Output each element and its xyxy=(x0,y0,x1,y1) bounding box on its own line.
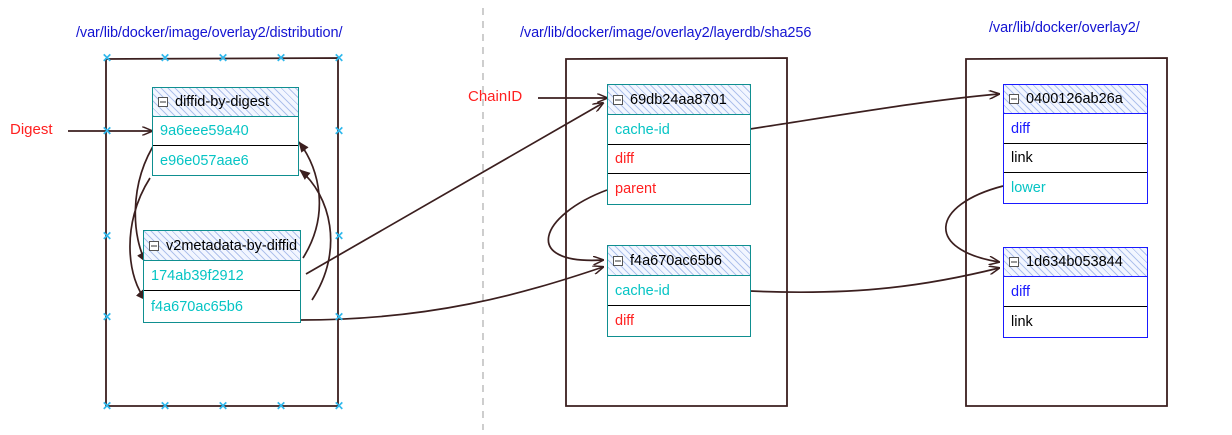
table-row[interactable]: parent xyxy=(608,174,750,204)
row-label: f4a670ac65b6 xyxy=(151,298,243,315)
table-row[interactable]: diff xyxy=(608,306,750,336)
table-v2metadata-by-diffid[interactable]: v2metadata-by-diffid 174ab39f2912 f4a670… xyxy=(143,230,301,323)
table-69db24aa8701[interactable]: 69db24aa8701 cache-id diff parent xyxy=(607,84,751,205)
resize-handle-s1[interactable]: ✕ xyxy=(160,399,171,413)
annotation-digest: Digest xyxy=(10,121,53,138)
table-header-v2metadata-by-diffid[interactable]: v2metadata-by-diffid xyxy=(144,231,300,261)
group-title-layerdb: /var/lib/docker/image/overlay2/layerdb/s… xyxy=(520,25,812,41)
wire-parent-to-f4a670layer xyxy=(547,189,608,260)
resize-handle-e3[interactable]: ✕ xyxy=(334,310,345,324)
table-title: f4a670ac65b6 xyxy=(630,252,722,269)
collapse-minus-icon[interactable] xyxy=(149,240,159,251)
wire-cacheid-69db-to-0400126ab26a xyxy=(749,94,999,130)
table-header-1d634b053844[interactable]: 1d634b053844 xyxy=(1004,248,1147,277)
annotation-chainid: ChainID xyxy=(468,88,523,105)
table-row[interactable]: cache-id xyxy=(608,115,750,145)
collapse-minus-icon[interactable] xyxy=(613,94,623,105)
group-title-distribution: /var/lib/docker/image/overlay2/distribut… xyxy=(76,25,343,41)
resize-handle-w3[interactable]: ✕ xyxy=(102,310,113,324)
row-label: parent xyxy=(615,181,657,197)
row-label: diff xyxy=(1011,120,1031,137)
resize-handle-e2[interactable]: ✕ xyxy=(334,229,345,243)
wire-cacheid-f4a670-to-1d634b053844 xyxy=(749,268,999,294)
resize-handle-se[interactable]: ✕ xyxy=(334,399,345,413)
table-title: 1d634b053844 xyxy=(1026,254,1123,270)
table-row[interactable]: cache-id xyxy=(608,276,750,306)
table-header-69db24aa8701[interactable]: 69db24aa8701 xyxy=(608,85,750,115)
table-title: 69db24aa8701 xyxy=(630,91,727,108)
resize-handle-s2[interactable]: ✕ xyxy=(218,399,229,413)
collapse-minus-icon[interactable] xyxy=(1009,257,1019,267)
table-row[interactable]: e96e057aae6 xyxy=(153,146,298,175)
row-label: 174ab39f2912 xyxy=(151,267,244,284)
table-diffid-by-digest[interactable]: diffid-by-digest 9a6eee59a40 e96e057aae6 xyxy=(152,87,299,176)
group-title-overlay2: /var/lib/docker/overlay2/ xyxy=(989,20,1140,36)
table-row[interactable]: diff xyxy=(1004,114,1147,144)
table-0400126ab26a[interactable]: 0400126ab26a diff link lower xyxy=(1003,84,1148,204)
wire-174ab-to-9a6eee xyxy=(298,141,321,259)
table-f4a670ac65b6[interactable]: f4a670ac65b6 cache-id diff xyxy=(607,245,751,337)
table-header-diffid-by-digest[interactable]: diffid-by-digest xyxy=(153,88,298,117)
table-row[interactable]: 174ab39f2912 xyxy=(144,261,300,291)
table-header-0400126ab26a[interactable]: 0400126ab26a xyxy=(1004,85,1147,114)
wire-v2metadata-to-69db24aa8701 xyxy=(305,103,603,275)
resize-handle-n2[interactable]: ✕ xyxy=(218,51,229,65)
resize-handle-ne[interactable]: ✕ xyxy=(334,51,345,65)
resize-handle-nw[interactable]: ✕ xyxy=(102,51,113,65)
resize-handle-n3[interactable]: ✕ xyxy=(276,51,287,65)
resize-handle-n1[interactable]: ✕ xyxy=(160,51,171,65)
row-label: diff xyxy=(615,313,635,329)
row-label: diff xyxy=(1011,283,1031,300)
row-label: link xyxy=(1011,314,1033,330)
table-row[interactable]: diff xyxy=(608,145,750,174)
table-row[interactable]: f4a670ac65b6 xyxy=(144,291,300,322)
wire-f4a670-to-e96e xyxy=(299,169,332,301)
resize-handle-s3[interactable]: ✕ xyxy=(276,399,287,413)
resize-handle-w1[interactable]: ✕ xyxy=(102,124,113,138)
table-title: diffid-by-digest xyxy=(175,94,270,110)
row-label: diff xyxy=(615,151,635,167)
table-title: 0400126ab26a xyxy=(1026,91,1123,107)
resize-handle-w2[interactable]: ✕ xyxy=(102,229,113,243)
row-label: e96e057aae6 xyxy=(160,152,249,169)
table-row[interactable]: diff xyxy=(1004,277,1147,307)
table-1d634b053844[interactable]: 1d634b053844 diff link xyxy=(1003,247,1148,338)
collapse-minus-icon[interactable] xyxy=(1009,94,1019,104)
table-row[interactable]: link xyxy=(1004,144,1147,173)
wire-f4a670diffid-to-f4a670layer xyxy=(299,267,603,321)
table-title: v2metadata-by-diffid xyxy=(166,237,298,254)
table-row[interactable]: link xyxy=(1004,307,1147,337)
table-header-f4a670ac65b6[interactable]: f4a670ac65b6 xyxy=(608,246,750,276)
row-label: lower xyxy=(1011,180,1046,196)
row-label: 9a6eee59a40 xyxy=(160,123,249,139)
row-label: cache-id xyxy=(615,121,670,138)
resize-handle-e1[interactable]: ✕ xyxy=(334,124,345,138)
table-row[interactable]: lower xyxy=(1004,173,1147,203)
row-label: link xyxy=(1011,150,1033,166)
collapse-minus-icon[interactable] xyxy=(613,255,623,266)
row-label: cache-id xyxy=(615,282,670,299)
collapse-minus-icon[interactable] xyxy=(158,97,168,107)
wire-lower-to-1d634b053844 xyxy=(945,185,1004,262)
table-row[interactable]: 9a6eee59a40 xyxy=(153,117,298,146)
resize-handle-sw[interactable]: ✕ xyxy=(102,399,113,413)
